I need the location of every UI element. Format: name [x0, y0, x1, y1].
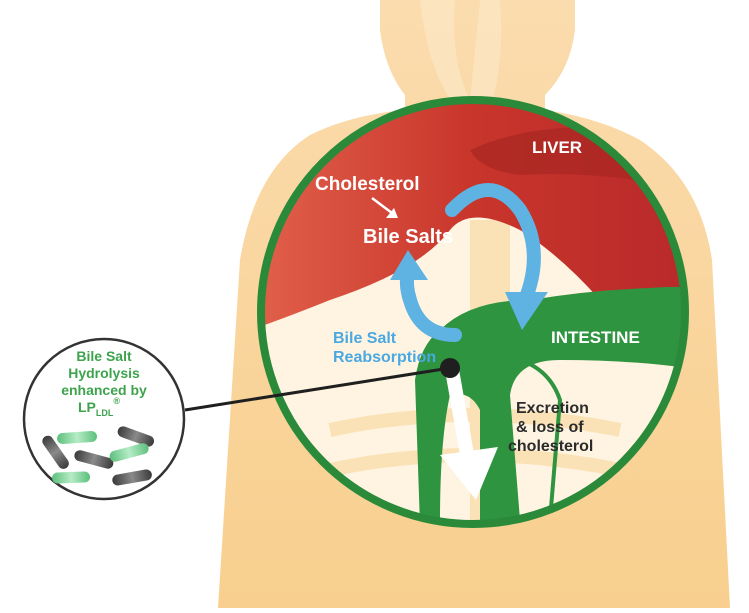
callout-pointer: [184, 358, 460, 412]
cholesterol-label: Cholesterol: [315, 174, 420, 195]
excretion-label-line1: Excretion: [516, 400, 589, 417]
inset-label-line3: enhanced by: [61, 382, 147, 398]
inset-label-line2: Hydrolysis: [68, 365, 140, 381]
reabsorption-label-line2: Reabsorption: [333, 349, 436, 366]
excretion-label-line3: cholesterol: [508, 438, 593, 455]
excretion-label-line2: & loss of: [516, 419, 584, 436]
inset-label-line1: Bile Salt: [76, 348, 132, 364]
liver-label: LIVER: [532, 138, 582, 157]
intestine-label: INTESTINE: [551, 328, 640, 347]
conversion-arrow-icon: [371, 197, 398, 218]
bacteria-icon: [42, 426, 155, 486]
excretion-arrow-icon: [440, 368, 498, 500]
inset-lp-label: LPLDL®: [78, 396, 120, 418]
flow-arrow-icon: [390, 183, 548, 342]
hydrolysis-inset: Bile Salt Hydrolysis enhanced by LPLDL®: [22, 337, 186, 501]
bile-salts-label: Bile Salts: [363, 226, 453, 248]
focus-circle: [257, 96, 689, 528]
reabsorption-label-line1: Bile Salt: [333, 330, 397, 347]
